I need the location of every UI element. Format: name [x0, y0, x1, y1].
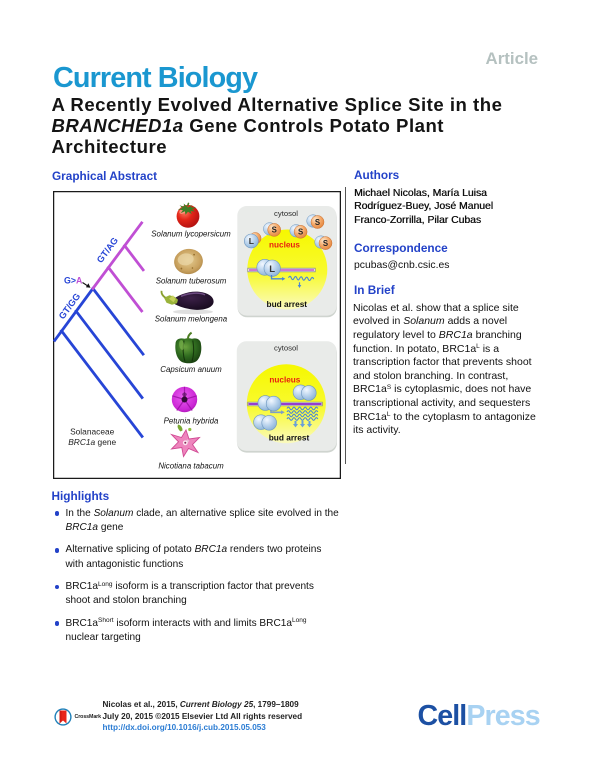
- svg-text:Solanaceae: Solanaceae: [70, 427, 115, 437]
- svg-text:S: S: [315, 218, 320, 227]
- svg-text:S: S: [298, 228, 303, 237]
- svg-text:nucleus: nucleus: [269, 376, 300, 385]
- svg-text:cytosol: cytosol: [274, 343, 298, 352]
- svg-text:cytosol: cytosol: [274, 209, 298, 218]
- svg-text:bud arrest: bud arrest: [267, 299, 308, 309]
- svg-text:bud arrest: bud arrest: [269, 433, 310, 443]
- svg-text:Petunia hybrida: Petunia hybrida: [164, 416, 219, 425]
- svg-text:Solanum lycopersicum: Solanum lycopersicum: [151, 229, 231, 238]
- svg-text:Solanum melongena: Solanum melongena: [155, 315, 228, 324]
- svg-text:S: S: [323, 239, 328, 248]
- svg-text:S: S: [272, 226, 277, 235]
- svg-text:L: L: [249, 236, 254, 246]
- svg-text:Capsicum anuum: Capsicum anuum: [160, 365, 222, 374]
- svg-text:nucleus: nucleus: [269, 241, 300, 250]
- svg-text:L: L: [269, 264, 275, 275]
- svg-text:G>A: G>A: [64, 276, 83, 286]
- svg-text:Nicotiana tabacum: Nicotiana tabacum: [158, 462, 224, 471]
- svg-text:BRC1a gene: BRC1a gene: [68, 437, 116, 447]
- svg-text:Solanum tuberosum: Solanum tuberosum: [156, 277, 227, 286]
